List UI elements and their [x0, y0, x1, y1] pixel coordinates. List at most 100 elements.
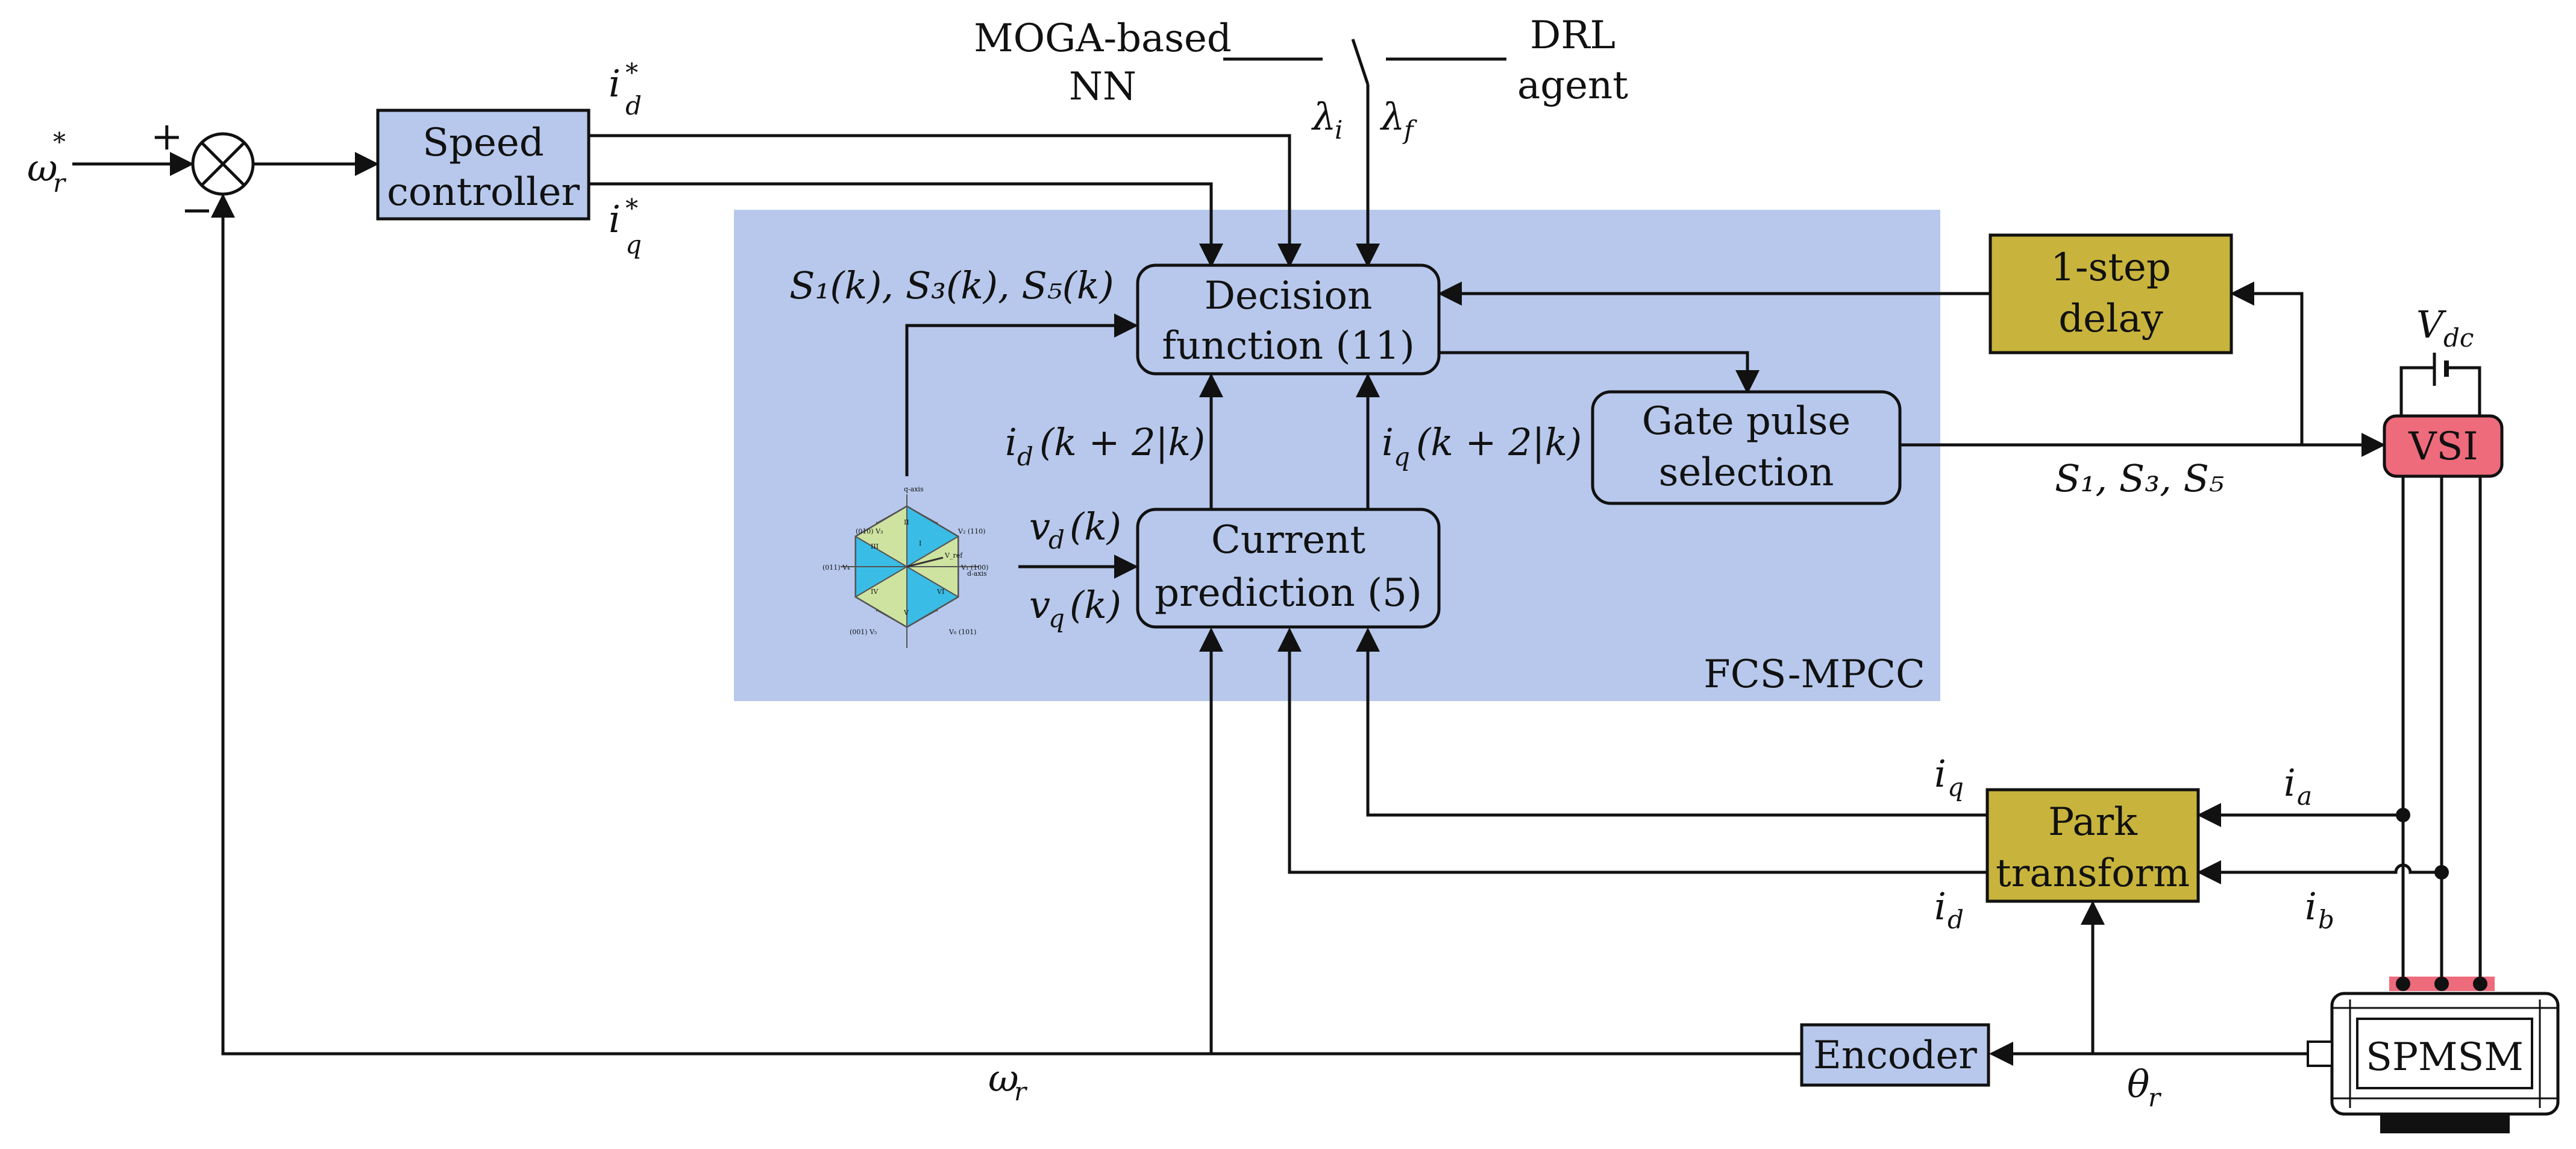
svg-text:*: *	[625, 194, 638, 223]
summing-junction	[191, 132, 255, 196]
speed-controller-block: Speed controller	[376, 109, 591, 221]
svg-text:i: i	[2284, 761, 2296, 805]
svg-text:λ: λ	[1311, 95, 1336, 139]
id-ref-label: i * d	[609, 58, 642, 121]
svg-text:i: i	[1934, 752, 1946, 796]
svg-text:d: d	[1948, 905, 1964, 934]
svg-text:d: d	[625, 91, 642, 121]
dc-source	[2399, 353, 2481, 416]
svg-text:*: *	[53, 127, 66, 157]
lambda-i-label: λ i	[1311, 95, 1343, 145]
svg-text:V₁ (100): V₁ (100)	[961, 564, 988, 571]
svg-text:II: II	[904, 518, 909, 526]
fcs-mpcc-label: FCS-MPCC	[1703, 652, 1925, 697]
theta-r-label: θ r	[2127, 1062, 2162, 1112]
svg-text:b: b	[2318, 905, 2334, 934]
omega-r-label: ω r	[988, 1056, 1028, 1106]
spmsm-motor: SPMSM	[2307, 977, 2560, 1133]
svg-text:IV: IV	[871, 588, 879, 596]
svg-text:q: q	[1394, 442, 1410, 471]
omega-ref-label: ω * r	[27, 127, 67, 198]
svg-text:delay: delay	[2058, 297, 2163, 341]
svg-text:Decision: Decision	[1205, 274, 1373, 318]
svg-text:MOGA-based: MOGA-based	[974, 16, 1232, 61]
svg-text:(k): (k)	[1070, 583, 1121, 627]
svg-text:V_ref: V_ref	[944, 552, 963, 559]
svg-text:Speed: Speed	[422, 121, 544, 165]
vsi-block: VSI	[2383, 414, 2504, 478]
svg-text:Park: Park	[2048, 800, 2138, 845]
svg-text:V₂ (110): V₂ (110)	[957, 527, 985, 535]
svg-text:λ: λ	[1379, 95, 1405, 139]
lambda-switch	[1223, 39, 1506, 268]
svg-text:Encoder: Encoder	[1813, 1033, 1977, 1078]
svg-text:i: i	[1934, 884, 1946, 928]
svg-text:f: f	[1402, 115, 1417, 145]
svg-text:SPMSM: SPMSM	[2366, 1035, 2524, 1080]
lambda-f-label: λ f	[1379, 95, 1417, 145]
svg-text:VI: VI	[936, 588, 944, 596]
svg-text:(011) V₄: (011) V₄	[823, 564, 850, 571]
svg-text:ω: ω	[27, 146, 58, 190]
svg-text:Gate pulse: Gate pulse	[1642, 399, 1851, 444]
svg-text:q-axis: q-axis	[904, 485, 924, 493]
svg-text:q: q	[1048, 603, 1065, 633]
svg-text:NN: NN	[1069, 65, 1136, 109]
svg-text:i: i	[609, 197, 621, 241]
svg-text:r: r	[1014, 1077, 1028, 1106]
iq-pred-label: i q (k + 2|k)	[1382, 420, 1582, 471]
encoder-block: Encoder	[1800, 1023, 1990, 1087]
svg-text:dc: dc	[2443, 323, 2474, 353]
svg-text:transform: transform	[1996, 851, 2190, 896]
svg-text:Current: Current	[1211, 518, 1365, 562]
svg-text:a: a	[2297, 781, 2312, 811]
iq-fb-label: i q	[1934, 752, 1964, 802]
park-transform-block: Park transform	[1985, 788, 2200, 903]
iq-ref-label: i * q	[609, 194, 642, 259]
svg-text:*: *	[625, 58, 638, 87]
svg-text:d: d	[1048, 525, 1065, 555]
minus-sign: −	[181, 188, 213, 233]
gate-pulse-selection-block: Gate pulse selection	[1591, 390, 1902, 505]
svg-text:r: r	[53, 168, 67, 198]
svg-text:v: v	[1029, 583, 1050, 627]
svg-text:function (11): function (11)	[1162, 324, 1415, 368]
svg-text:ω: ω	[988, 1056, 1019, 1100]
svg-text:i: i	[2305, 884, 2317, 928]
svg-text:i: i	[609, 61, 621, 105]
svg-text:q: q	[625, 230, 642, 259]
ib-label: i b	[2305, 884, 2334, 934]
svg-text:i: i	[1005, 420, 1017, 464]
svg-text:III: III	[871, 543, 879, 550]
vd-label: v d (k)	[1029, 505, 1121, 555]
svg-text:prediction (5): prediction (5)	[1155, 571, 1422, 615]
svg-text:i: i	[1335, 115, 1343, 145]
id-pred-label: i d (k + 2|k)	[1005, 420, 1205, 471]
svg-text:1-step: 1-step	[2051, 245, 2171, 290]
svg-text:v: v	[1029, 505, 1050, 549]
svg-text:VSI: VSI	[2408, 424, 2478, 469]
svg-text:DRL: DRL	[1530, 13, 1615, 58]
svg-text:V: V	[2416, 303, 2447, 347]
svg-text:(010) V₃: (010) V₃	[856, 527, 883, 535]
svg-text:(001) V₅: (001) V₅	[850, 628, 877, 636]
vdc-label: V dc	[2416, 303, 2474, 353]
svg-text:q: q	[1948, 772, 1964, 802]
svg-text:θ: θ	[2127, 1062, 2149, 1106]
svg-text:(k): (k)	[1070, 505, 1121, 549]
vq-label: v q (k)	[1029, 583, 1121, 633]
svg-text:controller: controller	[387, 170, 580, 215]
one-step-delay-block: 1-step delay	[1988, 233, 2233, 354]
decision-function-block: Decision function (11)	[1136, 263, 1441, 376]
id-fb-label: i d	[1934, 884, 1964, 934]
svg-text:d-axis: d-axis	[967, 570, 987, 578]
svg-text:(k + 2|k): (k + 2|k)	[1039, 420, 1205, 464]
svg-text:(k + 2|k): (k + 2|k)	[1416, 420, 1582, 464]
current-prediction-block: Current prediction (5)	[1136, 508, 1441, 629]
drl-agent-label: DRL agent	[1517, 13, 1628, 108]
ia-label: i a	[2284, 761, 2312, 811]
svg-text:selection: selection	[1659, 450, 1834, 495]
plus-sign: +	[151, 115, 183, 159]
moga-nn-label: MOGA-based NN	[974, 16, 1232, 109]
